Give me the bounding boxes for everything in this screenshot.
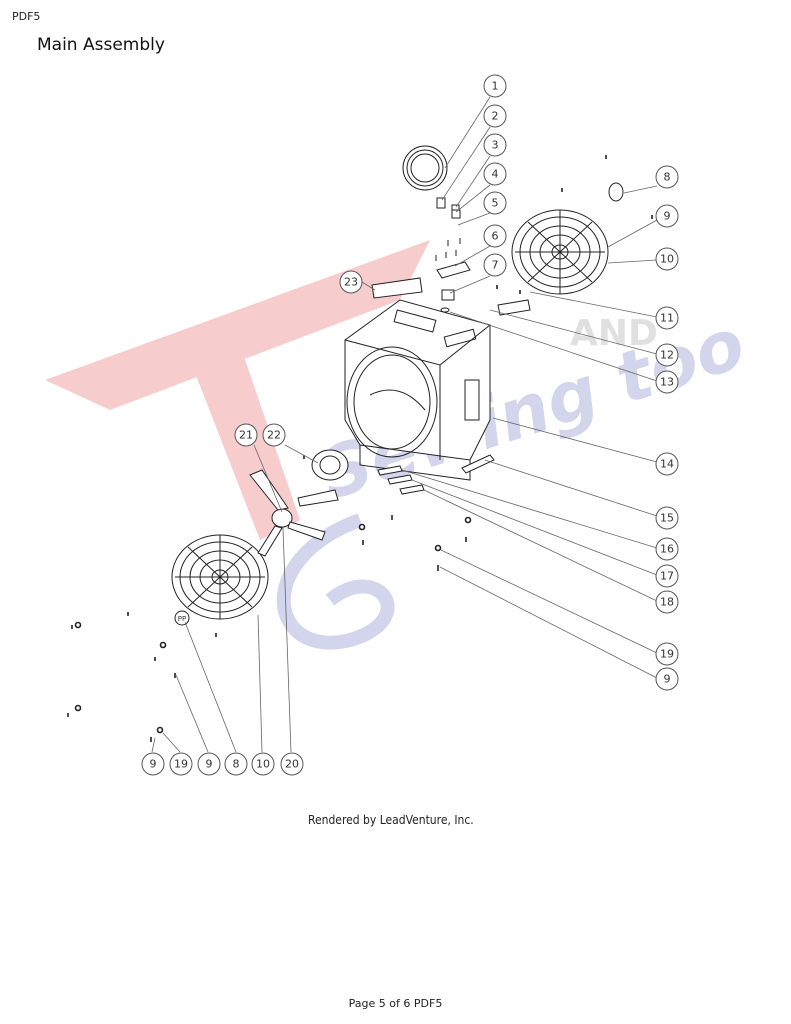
callout-8-bottom: 8 bbox=[224, 752, 248, 776]
rendered-credit: Rendered by LeadVenture, Inc. bbox=[308, 813, 474, 827]
document-code: PDF5 bbox=[12, 10, 41, 23]
callout-3: 3 bbox=[483, 133, 507, 157]
callout-23: 23 bbox=[339, 270, 363, 294]
callout-10: 10 bbox=[655, 247, 679, 271]
callout-12: 12 bbox=[655, 343, 679, 367]
svg-text:23: 23 bbox=[344, 276, 358, 289]
callout-9-right: 9 bbox=[655, 667, 679, 691]
callout-21: 21 bbox=[234, 423, 258, 447]
svg-text:3: 3 bbox=[492, 139, 499, 152]
callout-11: 11 bbox=[655, 306, 679, 330]
callout-9-bottom-b: 9 bbox=[197, 752, 221, 776]
callout-5: 5 bbox=[483, 191, 507, 215]
callout-1: 1 bbox=[483, 74, 507, 98]
callout-10-bottom: 10 bbox=[251, 752, 275, 776]
filter-part: PP bbox=[174, 182, 624, 626]
svg-text:7: 7 bbox=[492, 259, 499, 272]
callout-15: 15 bbox=[655, 506, 679, 530]
svg-text:1: 1 bbox=[492, 80, 499, 93]
svg-text:17: 17 bbox=[660, 570, 674, 583]
watermark-swirl bbox=[276, 513, 395, 650]
svg-text:8: 8 bbox=[233, 758, 240, 771]
svg-text:11: 11 bbox=[660, 312, 674, 325]
svg-text:2: 2 bbox=[492, 110, 499, 123]
svg-text:20: 20 bbox=[285, 758, 299, 771]
power-cord-part bbox=[402, 145, 448, 191]
svg-text:4: 4 bbox=[492, 168, 499, 181]
svg-text:10: 10 bbox=[256, 758, 270, 771]
svg-text:18: 18 bbox=[660, 596, 674, 609]
svg-text:12: 12 bbox=[660, 349, 674, 362]
rear-fan-guard-part bbox=[511, 209, 609, 295]
svg-text:19: 19 bbox=[660, 648, 674, 661]
svg-text:5: 5 bbox=[492, 197, 499, 210]
callout-13: 13 bbox=[655, 370, 679, 394]
housing-part bbox=[344, 299, 491, 481]
svg-text:13: 13 bbox=[660, 376, 674, 389]
hardware-parts bbox=[371, 197, 471, 313]
svg-text:15: 15 bbox=[660, 512, 674, 525]
watermark-red-swoosh bbox=[45, 240, 430, 410]
screw-parts bbox=[67, 155, 653, 742]
callout-4: 4 bbox=[483, 162, 507, 186]
svg-text:9: 9 bbox=[664, 210, 671, 223]
motor-part bbox=[297, 449, 349, 507]
callout-8: 8 bbox=[655, 165, 679, 189]
svg-text:22: 22 bbox=[267, 429, 281, 442]
svg-text:10: 10 bbox=[660, 253, 674, 266]
svg-text:8: 8 bbox=[664, 171, 671, 184]
callout-19-bottom: 19 bbox=[169, 752, 193, 776]
callout-17: 17 bbox=[655, 564, 679, 588]
svg-text:16: 16 bbox=[660, 543, 674, 556]
filter-tag-label: PP bbox=[178, 615, 186, 623]
svg-text:21: 21 bbox=[239, 429, 253, 442]
leader-lines bbox=[151, 96, 658, 753]
fan-blade-part bbox=[249, 469, 326, 557]
svg-text:9: 9 bbox=[664, 673, 671, 686]
callout-18: 18 bbox=[655, 590, 679, 614]
svg-text:9: 9 bbox=[150, 758, 157, 771]
callout-22: 22 bbox=[262, 423, 286, 447]
callout-9-bottom-a: 9 bbox=[141, 752, 165, 776]
svg-text:6: 6 bbox=[492, 230, 499, 243]
callout-7: 7 bbox=[483, 253, 507, 277]
callout-20-bottom: 20 bbox=[280, 752, 304, 776]
page-title: Main Assembly bbox=[37, 35, 165, 55]
callout-19: 19 bbox=[655, 642, 679, 666]
svg-text:19: 19 bbox=[174, 758, 188, 771]
callout-2: 2 bbox=[483, 104, 507, 128]
svg-text:9: 9 bbox=[206, 758, 213, 771]
watermark-and-text: AND bbox=[570, 313, 658, 354]
callout-9: 9 bbox=[655, 204, 679, 228]
callout-6: 6 bbox=[483, 224, 507, 248]
callout-14: 14 bbox=[655, 452, 679, 476]
svg-text:14: 14 bbox=[660, 458, 674, 471]
page-footer: Page 5 of 6 PDF5 bbox=[348, 997, 443, 1010]
callout-16: 16 bbox=[655, 537, 679, 561]
front-fan-guard-part bbox=[171, 534, 269, 620]
